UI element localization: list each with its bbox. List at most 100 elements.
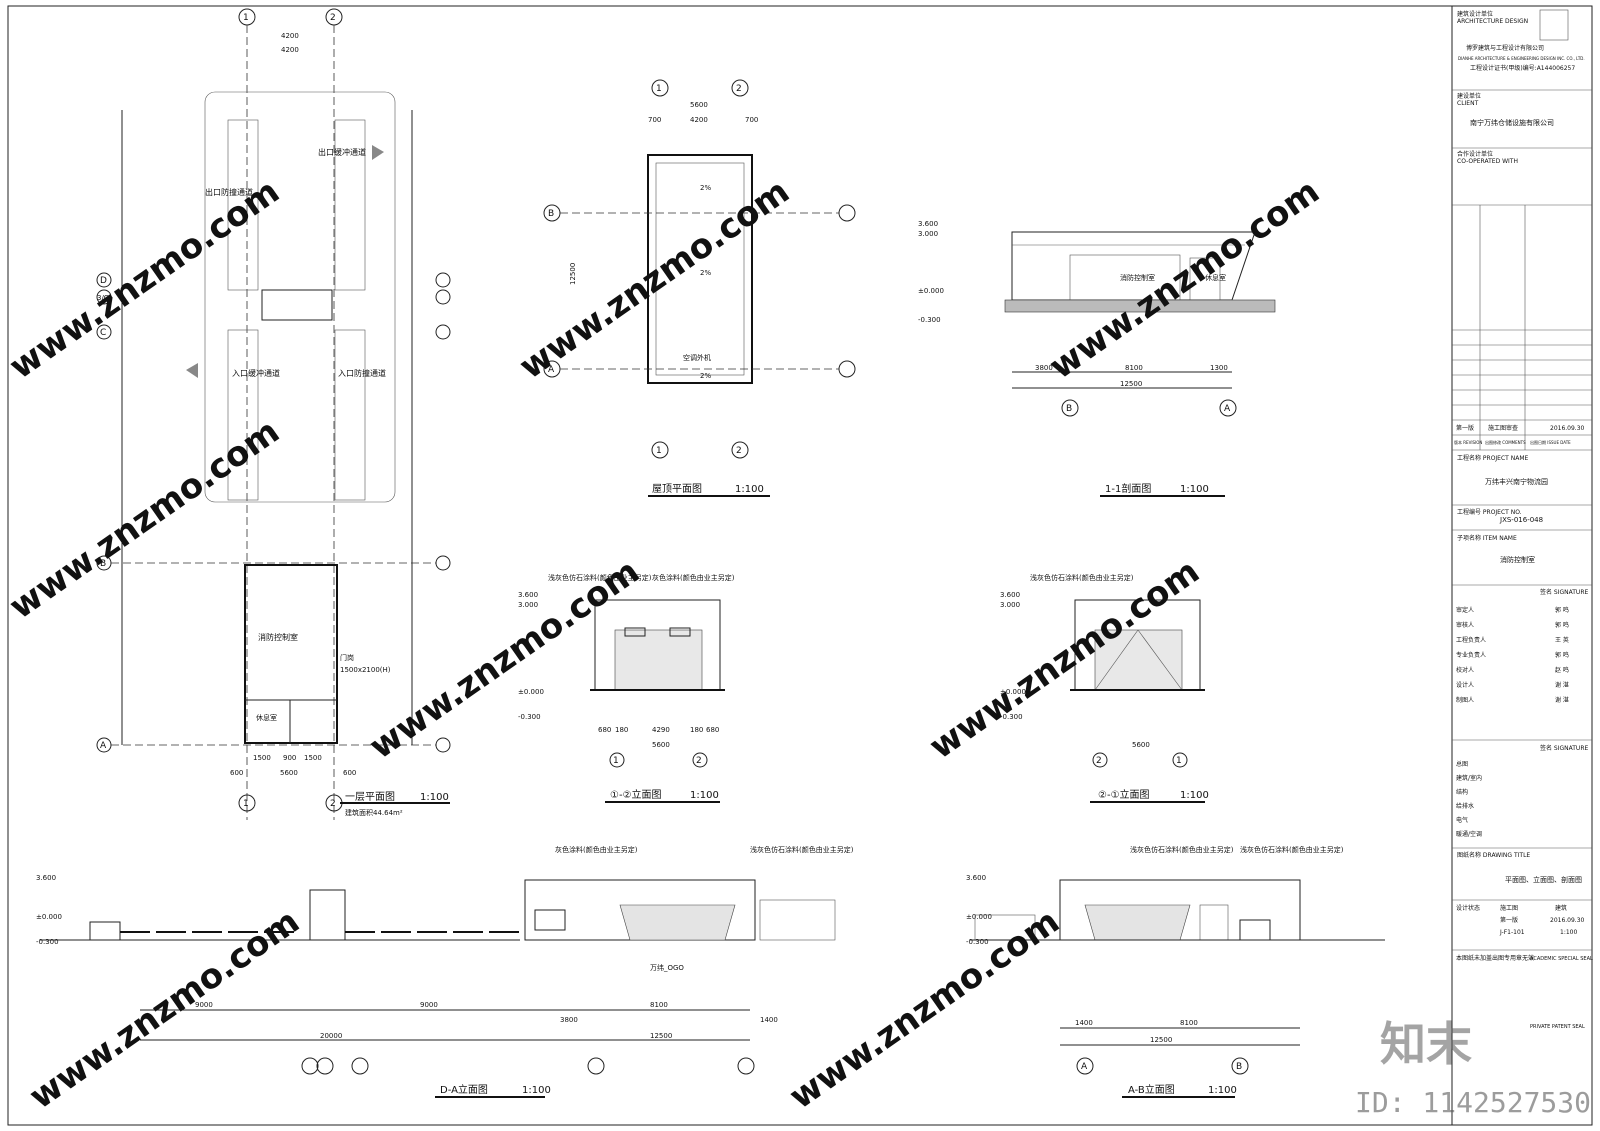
svg-text:工程负责人: 工程负责人 [1456,636,1486,644]
svg-text:3800: 3800 [560,1016,578,1024]
svg-text:工程设计证书(甲级)编号:A144006257: 工程设计证书(甲级)编号:A144006257 [1470,64,1575,72]
svg-text:-0.300: -0.300 [518,713,541,721]
svg-text:出口缓冲通道: 出口缓冲通道 [318,147,366,157]
svg-text:3.000: 3.000 [1000,601,1020,609]
elevation-D-A: 3.600 ±0.000 -0.300 万纬_OGO 灰色涂料(颜色由业主另定)… [36,845,854,1098]
svg-text:出图修改 COMMENTS: 出图修改 COMMENTS [1485,439,1526,445]
svg-text:9000: 9000 [195,1001,213,1009]
svg-text:浅灰色仿石涂料(颜色由业主另定): 浅灰色仿石涂料(颜色由业主另定) [1240,845,1344,854]
svg-text:www.znzmo.com: www.znzmo.com [512,171,797,387]
svg-text:B: B [548,209,554,219]
svg-text:设计状态: 设计状态 [1456,904,1480,912]
svg-text:制图人: 制图人 [1456,696,1474,704]
svg-text:12500: 12500 [1150,1036,1172,1044]
svg-text:2: 2 [330,799,336,809]
svg-text:8100: 8100 [1180,1019,1198,1027]
svg-text:www.znzmo.com: www.znzmo.com [782,901,1067,1117]
svg-text:-0.300: -0.300 [36,938,59,946]
svg-text:700: 700 [648,116,661,124]
svg-text:8100: 8100 [650,1001,668,1009]
svg-text:1: 1 [243,799,249,809]
svg-text:www.znzmo.com: www.znzmo.com [2,171,287,387]
svg-text:2016.09.30: 2016.09.30 [1550,425,1585,432]
svg-text:平面图、立面图、剖面图: 平面图、立面图、剖面图 [1505,875,1582,884]
svg-text:第一版: 第一版 [1456,424,1474,432]
svg-text:5600: 5600 [652,741,670,749]
svg-text:3.600: 3.600 [918,220,938,228]
svg-text:灰色涂料(颜色由业主另定): 灰色涂料(颜色由业主另定) [652,573,735,582]
svg-text:2: 2 [330,13,336,23]
svg-text:C: C [100,328,106,338]
svg-text:www.znzmo.com: www.znzmo.com [362,551,647,767]
svg-text:D-A立面图: D-A立面图 [440,1083,488,1096]
svg-text:A-B立面图: A-B立面图 [1128,1083,1175,1096]
svg-text:博罗建筑与工程设计有限公司: 博罗建筑与工程设计有限公司 [1466,44,1544,52]
svg-text:-0.300: -0.300 [1000,713,1023,721]
svg-text:ARCHITECTURE DESIGN: ARCHITECTURE DESIGN [1457,18,1528,25]
svg-text:休息室: 休息室 [256,713,277,722]
svg-text:谢 湛: 谢 湛 [1555,681,1569,689]
svg-text:总图: 总图 [1456,760,1468,768]
discipline-list: 总图 建筑/室内 结构 给排水 电气 暖通/空调 [1456,760,1482,838]
svg-text:校对人: 校对人 [1456,666,1474,674]
svg-text:1500x2100(H): 1500x2100(H) [340,666,391,674]
svg-text:CLIENT: CLIENT [1457,100,1479,107]
svg-text:±0.000: ±0.000 [966,913,992,921]
svg-text:A: A [100,741,107,751]
svg-text:建筑/室内: 建筑/室内 [1456,774,1482,782]
svg-text:9000: 9000 [420,1001,438,1009]
svg-text:王 英: 王 英 [1555,636,1569,644]
svg-text:3.600: 3.600 [36,874,56,882]
section-1-1: 3.600 3.000 ±0.000 -0.300 消防控制室 休息室 3800… [918,220,1276,497]
svg-text:5600: 5600 [690,101,708,109]
svg-text:给排水: 给排水 [1456,802,1474,810]
svg-text:-0.300: -0.300 [966,938,989,946]
svg-text:8100: 8100 [1125,364,1143,372]
svg-text:B: B [100,559,106,569]
svg-text:休息室: 休息室 [1205,273,1226,282]
svg-text:灰色涂料(颜色由业主另定): 灰色涂料(颜色由业主另定) [555,845,638,854]
svg-text:建设单位: 建设单位 [1457,92,1481,100]
svg-text:JXS-016-048: JXS-016-048 [1499,516,1543,524]
svg-text:建筑面积44.64m²: 建筑面积44.64m² [345,808,403,817]
svg-text:2%: 2% [700,372,711,380]
svg-text:2%: 2% [700,269,711,277]
svg-text:5600: 5600 [1132,741,1150,749]
svg-text:2: 2 [736,446,742,456]
svg-text:3.000: 3.000 [518,601,538,609]
svg-text:CO-OPERATED WITH: CO-OPERATED WITH [1457,158,1518,165]
svg-text:1:100: 1:100 [735,484,764,495]
svg-text:1: 1 [656,84,662,94]
svg-text:1:100: 1:100 [1180,790,1209,801]
svg-text:3/C: 3/C [97,294,109,302]
svg-text:建筑设计单位: 建筑设计单位 [1457,10,1493,18]
svg-text:出图日期 ISSUE DATE: 出图日期 ISSUE DATE [1530,439,1571,445]
elevation-1-2: 浅灰色仿石涂料(颜色由业主另定) 灰色涂料(颜色由业主另定) 3.600 3.0… [518,573,735,803]
svg-text:PRIVATE PATENT SEAL: PRIVATE PATENT SEAL [1530,1024,1585,1030]
svg-text:1: 1 [1176,756,1182,766]
svg-text:郭 鸣: 郭 鸣 [1555,621,1569,629]
svg-text:12500: 12500 [1120,380,1142,388]
svg-text:1-1剖面图: 1-1剖面图 [1105,482,1151,495]
svg-text:入口缓冲通道: 入口缓冲通道 [232,368,280,378]
svg-text:www.znzmo.com: www.znzmo.com [22,901,307,1117]
svg-text:工程编号 PROJECT NO.: 工程编号 PROJECT NO. [1457,508,1522,516]
brand-logo: 知末 [1380,1017,1472,1071]
svg-text:2: 2 [1096,756,1102,766]
svg-text:4200: 4200 [690,116,708,124]
svg-text:工程名称 PROJECT NAME: 工程名称 PROJECT NAME [1457,454,1529,462]
elevation-A-B: 3.600 ±0.000 -0.300 浅灰色仿石涂料(颜色由业主另定) 浅灰色… [966,845,1385,1098]
svg-text:暖通/空调: 暖通/空调 [1456,830,1482,838]
svg-text:出口防撞通道: 出口防撞通道 [205,187,253,197]
svg-text:1300: 1300 [1210,364,1228,372]
svg-text:1:100: 1:100 [420,792,449,803]
svg-text:1500: 1500 [304,754,322,762]
svg-text:入口防撞通道: 入口防撞通道 [338,368,386,378]
svg-text:浅灰色仿石涂料(颜色由业主另定): 浅灰色仿石涂料(颜色由业主另定) [548,573,652,582]
svg-text:建筑: 建筑 [1555,904,1567,912]
svg-text:消防控制室: 消防控制室 [258,632,298,642]
svg-text:3.600: 3.600 [518,591,538,599]
svg-text:B: B [1236,1062,1242,1072]
svg-text:谢 湛: 谢 湛 [1555,696,1569,704]
